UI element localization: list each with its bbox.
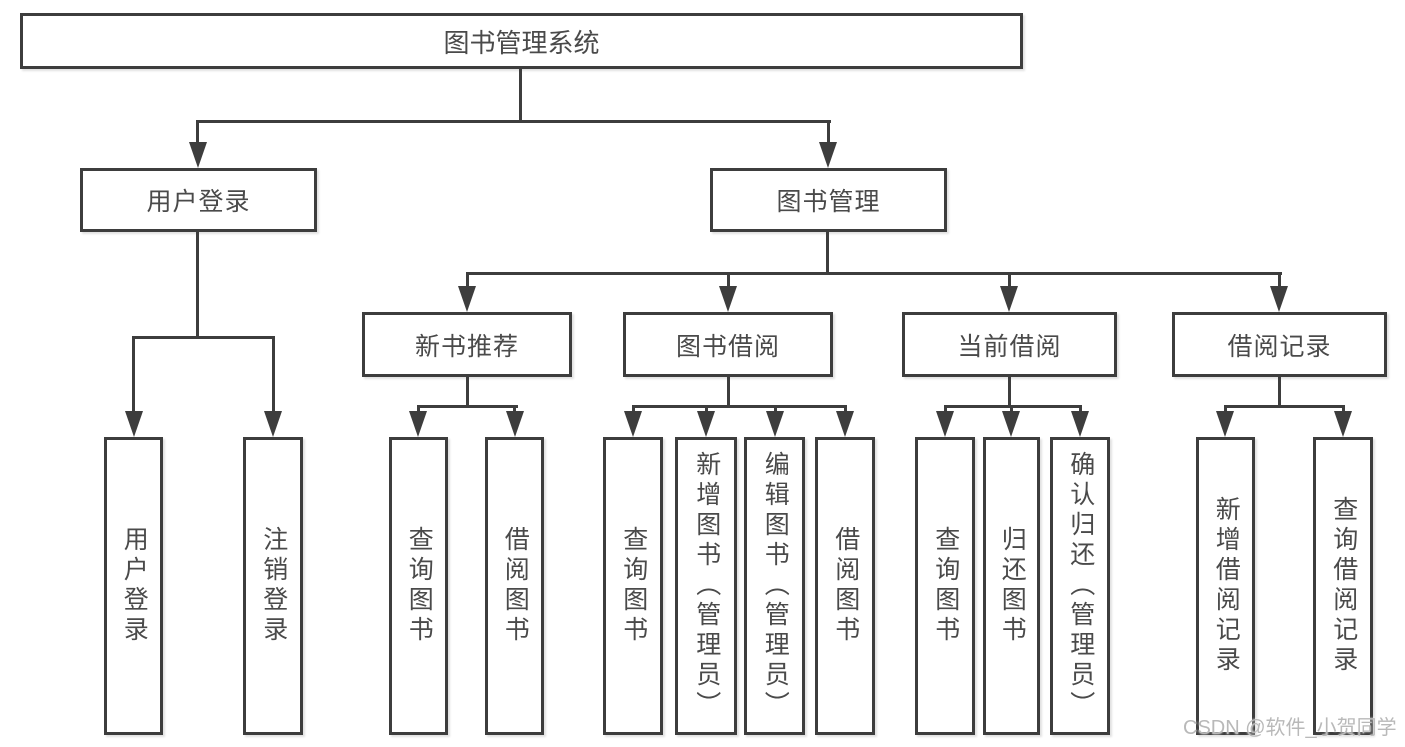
connector-line [705, 405, 708, 415]
arrowhead [1216, 411, 1234, 437]
connector-line [1342, 405, 1345, 415]
arrowhead [766, 411, 784, 437]
arrowhead [836, 411, 854, 437]
leaf-label: 新增借阅记录 [1212, 496, 1241, 676]
leaf-label: 注销登录 [259, 526, 288, 646]
leaf-label: 查询图书 [931, 526, 960, 646]
leaf-label: 借阅图书 [501, 526, 530, 646]
arrowhead [409, 411, 427, 437]
connector-line [418, 405, 518, 408]
connector-line [417, 405, 420, 415]
arrowhead [458, 286, 476, 312]
leaf-edit-books-admin: 编辑图书（管理员） [744, 437, 805, 735]
node-library-management-system: 图书管理系统 [20, 13, 1023, 69]
leaf-borrow-books: 借阅图书 [485, 437, 544, 735]
leaf-add-books-admin: 新增图书（管理员） [675, 437, 737, 735]
arrowhead [1270, 286, 1288, 312]
leaf-query-borrow-record: 查询借阅记录 [1313, 437, 1373, 735]
arrowhead [1071, 411, 1089, 437]
connector-line [1224, 405, 1227, 415]
node-book-management: 图书管理 [710, 168, 947, 232]
leaf-borrow-books: 借阅图书 [815, 437, 875, 735]
node-label: 用户登录 [146, 188, 251, 216]
leaf-label: 查询借阅记录 [1329, 496, 1358, 676]
leaf-label: 用户登录 [120, 526, 149, 646]
node-label: 新书推荐 [414, 332, 519, 361]
arrowhead [506, 411, 524, 437]
connector-line [1278, 272, 1281, 290]
arrowhead [189, 142, 207, 168]
csdn-watermark: CSDN @软件_小贺同学 [1183, 717, 1397, 739]
leaf-label: 编辑图书（管理员） [761, 451, 790, 721]
connector-line [1008, 272, 1011, 290]
leaf-query-books: 查询图书 [603, 437, 663, 735]
arrowhead [1334, 411, 1352, 437]
leaf-logout: 注销登录 [243, 437, 303, 735]
connector-line [826, 232, 829, 274]
connector-line [1278, 377, 1281, 407]
leaf-add-borrow-record: 新增借阅记录 [1196, 437, 1255, 735]
connector-line [466, 272, 469, 290]
arrowhead [719, 286, 737, 312]
node-borrowing-records: 借阅记录 [1172, 312, 1387, 377]
connector-line [132, 336, 135, 414]
leaf-return-books: 归还图书 [983, 437, 1040, 735]
leaf-confirm-return-admin: 确认归还（管理员） [1050, 437, 1110, 735]
leaf-label: 查询图书 [405, 526, 434, 646]
connector-line [1079, 405, 1082, 415]
connector-line [844, 405, 847, 415]
node-book-borrowing: 图书借阅 [623, 312, 833, 377]
connector-line [944, 405, 947, 415]
arrowhead [1000, 286, 1018, 312]
leaf-label: 新增图书（管理员） [692, 451, 721, 721]
node-new-book-recommend: 新书推荐 [362, 312, 572, 377]
connector-line [466, 272, 1282, 275]
arrowhead [1002, 411, 1020, 437]
node-label: 借阅记录 [1227, 332, 1332, 361]
connector-line [827, 120, 830, 146]
node-label: 图书管理系统 [443, 27, 600, 58]
node-label: 图书管理 [776, 188, 881, 216]
connector-line [774, 405, 777, 415]
connector-line [1224, 405, 1345, 408]
arrowhead [819, 142, 837, 168]
connector-line [1008, 377, 1011, 407]
leaf-label: 查询图书 [619, 526, 648, 646]
leaf-query-books: 查询图书 [915, 437, 975, 735]
leaf-user-login: 用户登录 [104, 437, 163, 735]
connector-line [272, 336, 275, 414]
leaf-label: 归还图书 [998, 526, 1027, 646]
connector-line [466, 377, 469, 407]
leaf-label: 借阅图书 [831, 526, 860, 646]
node-label: 当前借阅 [957, 332, 1062, 361]
connector-line [519, 69, 522, 122]
connector-line [727, 272, 730, 290]
connector-line [132, 336, 275, 339]
arrowhead [264, 411, 282, 437]
connector-line [197, 120, 831, 123]
leaf-query-books: 查询图书 [389, 437, 448, 735]
connector-line [1010, 405, 1013, 415]
connector-line [196, 232, 199, 338]
connector-line [513, 405, 516, 415]
connector-line [632, 405, 847, 408]
connector-line [632, 405, 635, 415]
arrowhead [624, 411, 642, 437]
node-current-borrowing: 当前借阅 [902, 312, 1117, 377]
arrowhead [125, 411, 143, 437]
arrowhead [936, 411, 954, 437]
node-label: 图书借阅 [675, 332, 780, 361]
connector-line [196, 120, 199, 146]
leaf-label: 确认归还（管理员） [1066, 451, 1095, 721]
connector-line [944, 405, 1082, 408]
connector-line [727, 377, 730, 407]
node-user-login: 用户登录 [80, 168, 317, 232]
arrowhead [697, 411, 715, 437]
